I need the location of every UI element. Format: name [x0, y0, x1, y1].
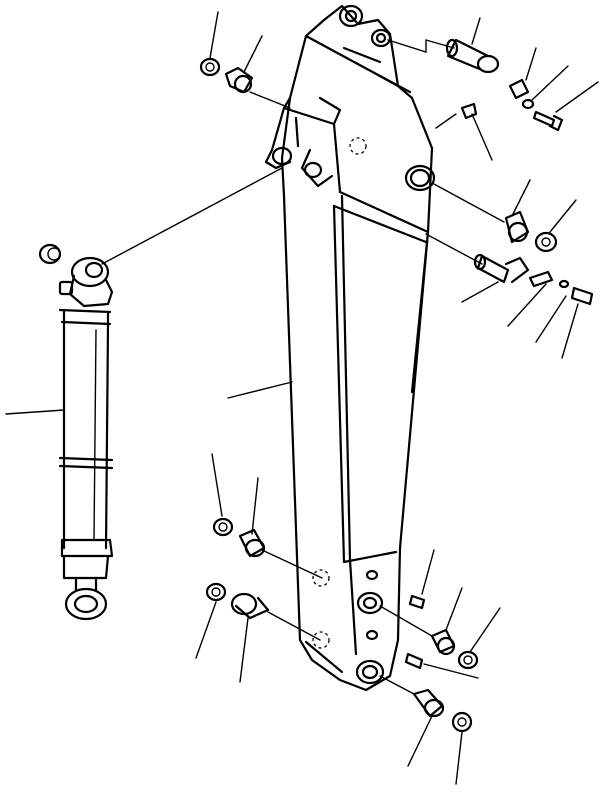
bolt-top — [532, 110, 564, 132]
washer-top-right — [521, 98, 535, 110]
hydraulic-cylinder — [38, 243, 114, 621]
lock-plate-top — [508, 78, 530, 100]
pin-mid-right — [473, 253, 530, 284]
bolt-mid-right-2 — [570, 286, 594, 306]
bushing-bottom-left-2 — [230, 592, 270, 620]
washer-bottom-right-1 — [457, 650, 479, 670]
assembly-lines — [101, 39, 505, 695]
washer-mid-right-small — [558, 279, 570, 289]
grease-fitting-top — [460, 102, 478, 120]
washer-mid-right — [534, 231, 558, 253]
washer-top-left — [199, 57, 221, 77]
bushing-top-left — [224, 66, 254, 94]
bushing-mid-right — [504, 210, 530, 244]
bushing-bottom-right-1 — [430, 628, 456, 656]
grease-fitting-bottom-2 — [404, 652, 424, 670]
washer-bottom-right-2 — [451, 711, 473, 733]
bolt-mid-right-1 — [528, 270, 554, 288]
arm-body — [264, 4, 436, 692]
leader-lines — [5, 11, 599, 785]
bushing-bottom-left-1 — [238, 528, 266, 558]
bushing-bottom-right-2 — [412, 688, 445, 718]
grease-fitting-bottom-1 — [408, 594, 426, 610]
washer-bottom-left-1 — [212, 517, 234, 537]
pin-top — [445, 38, 500, 74]
washer-bottom-left-2 — [205, 582, 227, 602]
